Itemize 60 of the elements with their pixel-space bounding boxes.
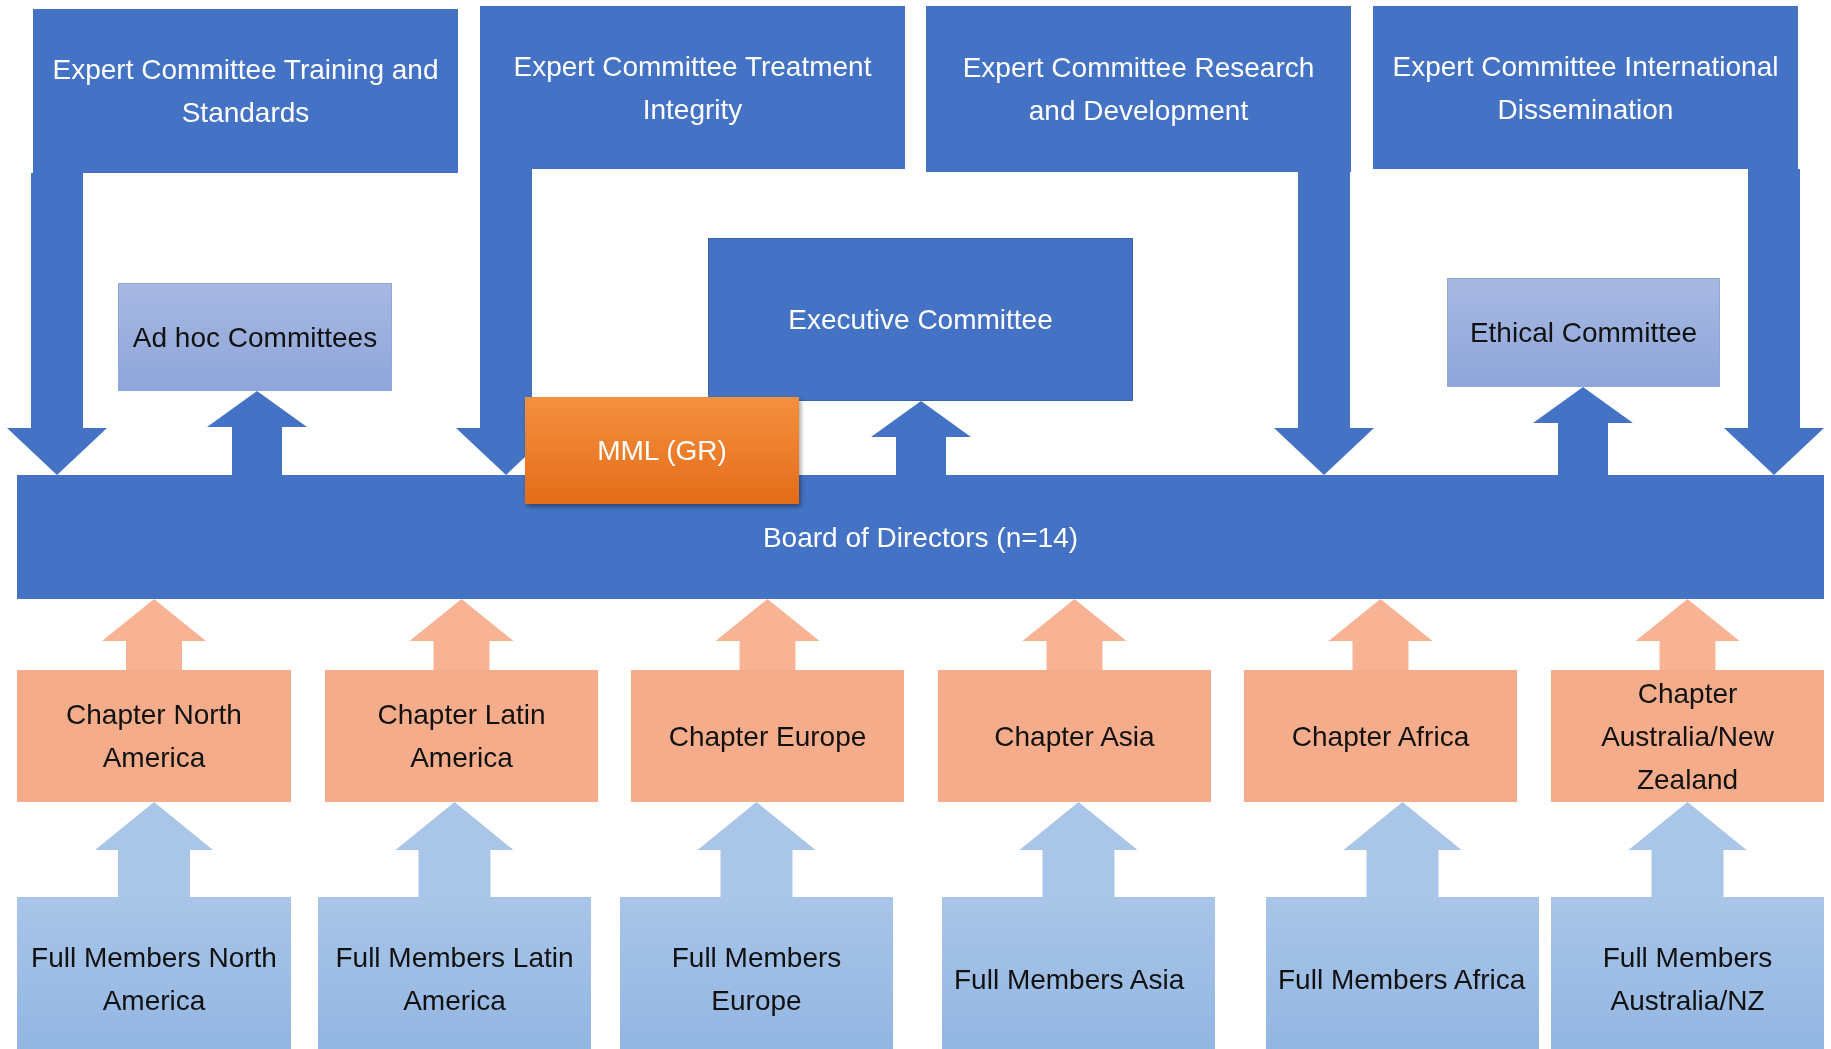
block-arrow [409, 599, 514, 670]
block-arrow [1274, 172, 1374, 475]
chapter-box [1551, 670, 1824, 802]
chapter-box [325, 670, 598, 802]
chapter-box [938, 670, 1211, 802]
members-box [942, 897, 1215, 1049]
block-arrow [1328, 599, 1433, 670]
node-label: Expert Committee International Dissemination [1391, 49, 1780, 127]
node-label: Ethical Committee [1469, 316, 1698, 350]
block-arrow [715, 599, 820, 670]
node-label: Chapter Latin America [376, 698, 547, 775]
block-arrow [7, 173, 107, 475]
node-label: Expert Committee Treatment Integrity [512, 49, 873, 127]
committee-box [33, 9, 458, 173]
members-box [318, 897, 591, 1049]
block-arrow [395, 802, 514, 897]
node-label: Full Members Africa [1278, 962, 1526, 997]
chapter-box [1244, 670, 1517, 802]
block-arrow [697, 802, 816, 897]
chapter-box [17, 670, 291, 802]
node-label: Full Members Europe [670, 941, 843, 1018]
block-arrow [1533, 387, 1633, 475]
members-box [1551, 897, 1824, 1049]
node-label: Full Members Australia/NZ [1601, 941, 1774, 1018]
committee-box [926, 6, 1351, 172]
chapter-box [631, 670, 904, 802]
block-arrow [1724, 169, 1824, 475]
node-label: Expert Committee Research and Development [961, 51, 1316, 128]
node-label: Ad hoc Committees [132, 320, 378, 355]
committee-box [480, 6, 905, 169]
node-label: MML (GR) [597, 434, 727, 468]
members-box [17, 897, 291, 1049]
committee-box [1447, 278, 1720, 387]
committee-box [1373, 6, 1798, 169]
block-arrow [871, 401, 971, 475]
committee-box [118, 283, 392, 391]
block-arrow [1628, 802, 1747, 897]
node-label: Full Members Asia [954, 962, 1185, 997]
block-arrow [1019, 802, 1138, 897]
members-box [1266, 897, 1539, 1049]
node-label: Full Members North America [30, 941, 278, 1018]
node-label: Chapter Australia/New Zealand [1600, 676, 1775, 797]
node-label: Expert Committee Training and Standards [51, 53, 440, 130]
board-bar [17, 475, 1824, 599]
role-box [525, 397, 799, 504]
node-label: Executive Committee [788, 303, 1053, 337]
node-label: Chapter Asia [994, 719, 1155, 754]
node-label: Chapter North America [65, 698, 243, 775]
block-arrow [102, 599, 206, 670]
node-label: Chapter Africa [1291, 719, 1470, 754]
block-arrow [1343, 802, 1462, 897]
block-arrow [1635, 599, 1740, 670]
members-box [620, 897, 893, 1049]
node-label: Board of Directors (n=14) [762, 520, 1079, 555]
block-arrow [95, 802, 213, 897]
block-arrow [207, 391, 307, 475]
node-label: Full Members Latin America [334, 941, 575, 1018]
block-arrow [1022, 599, 1127, 670]
committee-box [708, 238, 1133, 401]
node-label: Chapter Europe [668, 719, 867, 754]
